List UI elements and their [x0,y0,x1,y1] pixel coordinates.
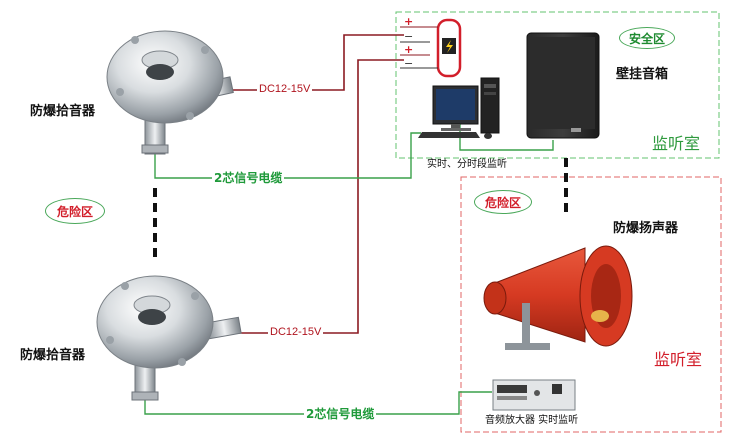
wall-speaker-icon [526,32,600,139]
safe-zone-box [395,11,720,159]
amplifier-icon [492,379,576,411]
wall-speaker-label: 壁挂音箱 [616,67,669,82]
dc-voltage-top: DC12-15V [257,83,313,95]
dc-voltage-bottom: DC12-15V [268,326,324,338]
horn-speaker-icon [483,245,633,350]
computer-icon [418,77,500,139]
terminal-minus-1: − [404,30,414,43]
power-terminal-block [400,18,462,78]
monitor-room-top-label: 监听室 [652,134,701,153]
amplifier-caption: 音频放大器 实时监听 [485,415,579,426]
signal-cable-bottom: 2芯信号电缆 [304,407,377,421]
terminal-minus-2: − [404,57,414,70]
danger-zone-badge-left: 危险区 [45,198,105,224]
pickup-device-bottom-icon [96,275,242,401]
pickup-bottom-label: 防爆拾音器 [20,348,86,363]
danger-zone-box [460,176,722,433]
signal-wires [144,103,554,415]
terminal-plus-1: + [404,15,414,28]
danger-zone-badge-right: 危险区 [474,190,532,214]
horn-speaker-label: 防爆扬声器 [613,221,679,236]
monitor-room-bottom-label: 监听室 [654,350,703,369]
pc-caption: 实时、分时段监听 [427,159,507,170]
safe-zone-badge: 安全区 [619,27,675,49]
terminal-plus-2: + [404,43,414,56]
pickup-top-label: 防爆拾音器 [30,104,96,119]
pickup-device-top-icon [106,30,234,155]
signal-cable-top: 2芯信号电缆 [212,171,285,185]
